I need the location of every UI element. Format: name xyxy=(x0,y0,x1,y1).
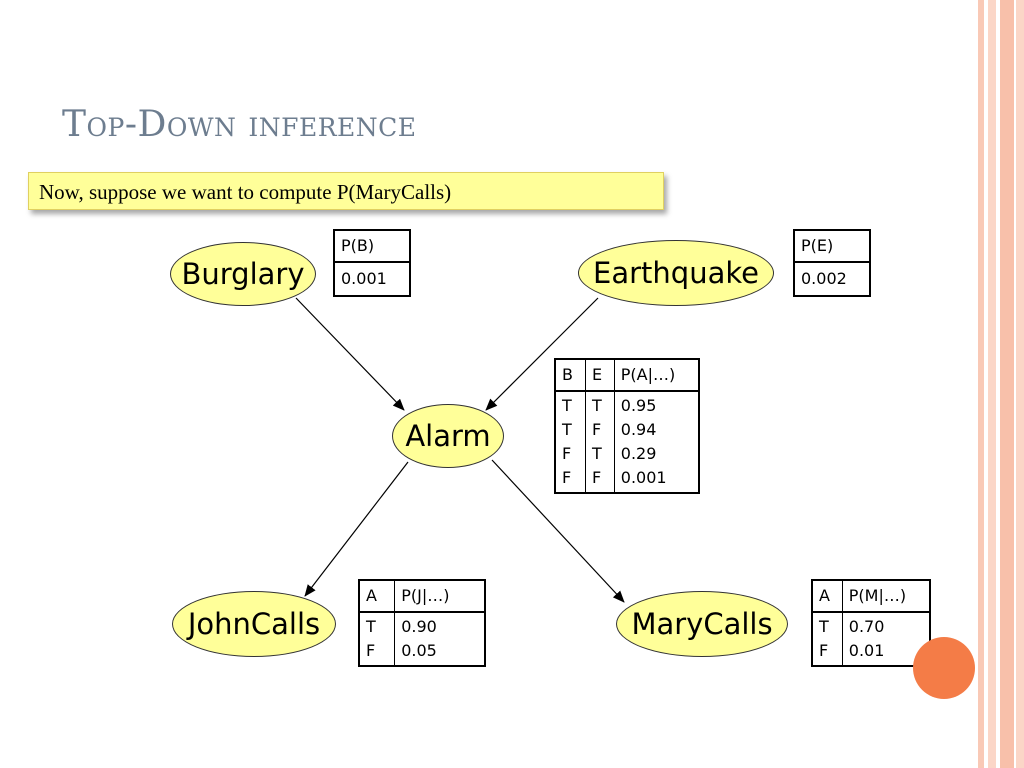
decor-stripe xyxy=(1000,0,1014,768)
cpt-column-a: T F xyxy=(359,612,396,666)
edge-earthquake-alarm xyxy=(485,297,599,411)
cpt-cell: 0.001 xyxy=(620,468,667,487)
cpt-header: A xyxy=(812,580,843,613)
cpt-cell: 0.70 xyxy=(848,617,885,636)
cpt-cell: T xyxy=(592,396,602,415)
cpt-cell: 0.29 xyxy=(620,444,657,463)
decor-stripe xyxy=(988,0,996,768)
edge-burglary-alarm xyxy=(295,297,405,411)
node-earthquake: Earthquake xyxy=(578,240,774,306)
cpt-burglary: P(B) 0.001 xyxy=(333,229,411,297)
cpt-cell: 0.01 xyxy=(848,641,885,660)
cpt-header: P(J|…) xyxy=(394,580,485,613)
cpt-column-p: 0.95 0.94 0.29 0.001 xyxy=(614,391,699,493)
cpt-header: P(B) xyxy=(334,230,410,263)
cpt-cell: 0.94 xyxy=(620,420,657,439)
cpt-cell: T xyxy=(592,444,602,463)
cpt-cell: T xyxy=(562,420,572,439)
cpt-johncalls: A P(J|…) T F 0.90 0.05 xyxy=(358,579,486,667)
cpt-cell: 0.90 xyxy=(401,617,437,636)
cpt-earthquake: P(E) 0.002 xyxy=(793,229,871,297)
cpt-header: B xyxy=(555,359,586,392)
cpt-cell: F xyxy=(592,420,602,439)
cpt-header: P(A|…) xyxy=(614,359,699,392)
cpt-cell: T xyxy=(562,396,572,415)
cpt-header: E xyxy=(585,359,615,392)
cpt-header: P(M|…) xyxy=(842,580,930,613)
node-alarm: Alarm xyxy=(392,404,504,468)
cpt-value: 0.002 xyxy=(801,269,847,288)
cpt-marycalls: A P(M|…) T F 0.70 0.01 xyxy=(811,579,931,667)
node-burglary: Burglary xyxy=(170,242,316,306)
cpt-cell: F xyxy=(819,641,829,660)
edge-alarm-johncalls xyxy=(304,461,409,597)
edge-alarm-marycalls xyxy=(491,459,625,603)
cpt-cell: 0.05 xyxy=(401,641,437,660)
cpt-column-e: T F T F xyxy=(585,391,615,493)
cpt-column-p: 0.70 0.01 xyxy=(842,612,930,666)
cpt-column-b: T T F F xyxy=(555,391,586,493)
cpt-cell: F xyxy=(562,468,572,487)
cpt-header: P(E) xyxy=(794,230,870,263)
decor-stripe xyxy=(978,0,984,768)
node-marycalls: MaryCalls xyxy=(616,591,788,657)
cpt-value: 0.001 xyxy=(341,269,387,288)
node-johncalls: JohnCalls xyxy=(172,591,336,657)
cpt-header: A xyxy=(359,580,396,613)
callout-box: Now, suppose we want to compute P(MaryCa… xyxy=(28,172,664,210)
accent-dot xyxy=(913,637,975,699)
cpt-cell: T xyxy=(819,617,829,636)
cpt-cell: F xyxy=(366,641,376,660)
cpt-cell: T xyxy=(366,617,376,636)
slide-title: Top-Down inference xyxy=(62,104,417,145)
cpt-column-p: 0.90 0.05 xyxy=(395,612,485,666)
cpt-cell: F xyxy=(592,468,602,487)
cpt-column-a: T F xyxy=(812,612,843,666)
cpt-alarm: B E P(A|…) T T F F T F T F 0.95 0.94 0.2… xyxy=(554,358,700,494)
decor-stripe xyxy=(1016,0,1024,768)
cpt-cell: F xyxy=(562,444,572,463)
cpt-cell: 0.95 xyxy=(620,396,657,415)
